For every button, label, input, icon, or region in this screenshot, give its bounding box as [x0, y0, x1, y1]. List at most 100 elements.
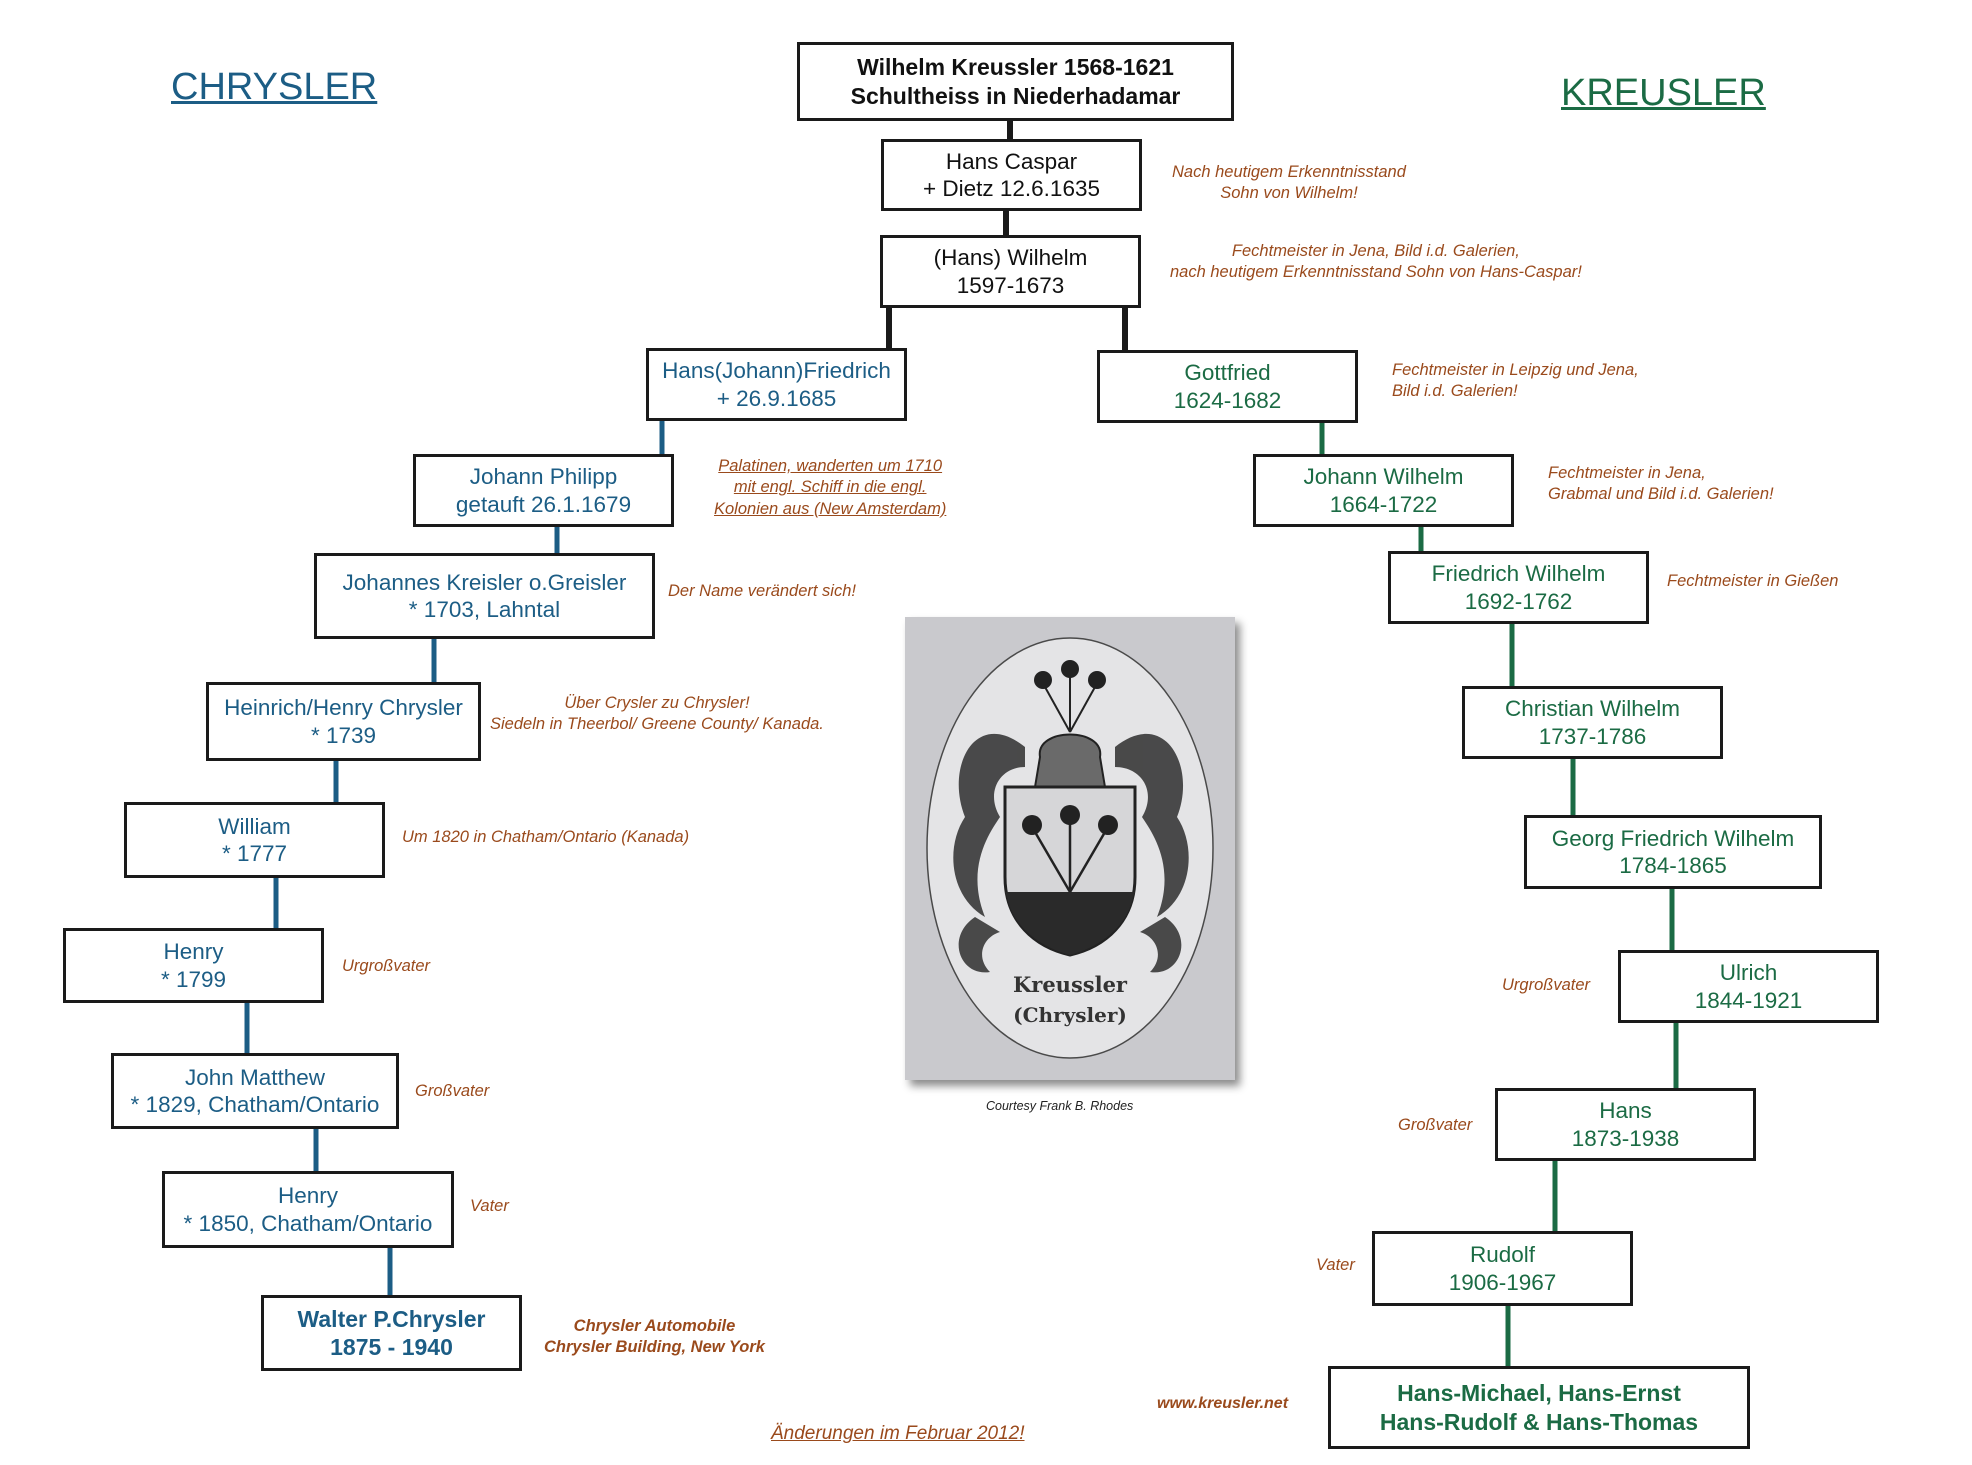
node-dates: 1873-1938 — [1571, 1125, 1680, 1151]
node-name: Henry — [163, 939, 224, 965]
note-heinrich: Über Crysler zu Chrysler! Siedeln in The… — [490, 693, 824, 736]
note-henry-1850: Vater — [470, 1197, 509, 1215]
node-john-matthew: John Matthew * 1829, Chatham/Ontario — [111, 1053, 399, 1129]
node-root: Wilhelm Kreussler 1568-1621 Schultheiss … — [797, 42, 1234, 121]
node-name: Gottfried — [1184, 360, 1271, 386]
node-name-2: Hans-Rudolf & Hans-Thomas — [1379, 1408, 1699, 1435]
note-johannes: Der Name verändert sich! — [668, 582, 856, 600]
node-friedrich-wilhelm: Friedrich Wilhelm 1692-1762 — [1388, 551, 1649, 624]
node-dates: 1784-1865 — [1619, 853, 1727, 878]
node-rudolf: Rudolf 1906-1967 — [1372, 1231, 1633, 1306]
node-name: Hans(Johann)Friedrich — [662, 358, 891, 384]
coat-of-arms-image: Kreussler (Chrysler) — [905, 617, 1235, 1080]
node-dates: 1664-1722 — [1329, 491, 1438, 517]
heading-chrysler: CHRYSLER — [171, 66, 378, 108]
note-gottfried: Fechtmeister in Leipzig und Jena, Bild i… — [1392, 360, 1639, 403]
node-ulrich: Ulrich 1844-1921 — [1618, 950, 1879, 1023]
node-christian-wilhelm: Christian Wilhelm 1737-1786 — [1462, 686, 1723, 759]
node-name: Henry — [277, 1183, 339, 1209]
node-name: Heinrich/Henry Chrysler — [224, 695, 463, 721]
note-walter: Chrysler Automobile Chrysler Building, N… — [544, 1316, 765, 1359]
note-johann-wilhelm: Fechtmeister in Jena, Grabmal und Bild i… — [1548, 463, 1774, 506]
node-hans-caspar-name: Hans Caspar — [945, 148, 1078, 174]
note-line: Chrysler Automobile — [573, 1317, 736, 1335]
node-dates: 1906-1967 — [1448, 1269, 1557, 1295]
node-henry-1799: Henry * 1799 — [63, 928, 324, 1003]
node-dates: 1737-1786 — [1538, 723, 1647, 749]
note-hans-wilhelm: Fechtmeister in Jena, Bild i.d. Galerien… — [1170, 241, 1582, 284]
node-hans-wilhelm: (Hans) Wilhelm 1597-1673 — [880, 235, 1141, 308]
node-johann-philipp: Johann Philipp getauft 26.1.1679 — [413, 454, 674, 527]
note-line: Nach heutigem Erkenntnisstand — [1172, 163, 1406, 181]
node-name: Johannes Kreisler o.Greisler — [342, 569, 627, 595]
node-hans-wilhelm-name: (Hans) Wilhelm — [933, 245, 1088, 271]
node-dates: + 26.9.1685 — [716, 385, 837, 411]
node-dates: * 1777 — [221, 841, 288, 866]
node-dates: * 1739 — [310, 722, 377, 748]
note-line: Chrysler Building, New York — [544, 1338, 765, 1357]
node-dates: 1875 - 1940 — [330, 1334, 453, 1360]
node-dates: getauft 26.1.1679 — [455, 491, 632, 517]
node-dates: * 1799 — [160, 966, 227, 992]
heading-kreusler: KREUSLER — [1561, 72, 1766, 114]
node-johannes-kreisler: Johannes Kreisler o.Greisler * 1703, Lah… — [314, 553, 655, 639]
node-hans-michael-group: Hans-Michael, Hans-Ernst Hans-Rudolf & H… — [1328, 1366, 1750, 1449]
note-rudolf: Vater — [1316, 1256, 1355, 1274]
note-line: Fechtmeister in Jena, Bild i.d. Galerien… — [1231, 242, 1520, 260]
node-henry-1850: Henry * 1850, Chatham/Ontario — [162, 1171, 454, 1248]
node-name: Hans — [1599, 1098, 1652, 1124]
node-name: Georg Friedrich Wilhelm — [1551, 825, 1795, 851]
node-hans-johann-friedrich: Hans(Johann)Friedrich + 26.9.1685 — [646, 348, 907, 421]
crest-label-line1: Kreussler — [1013, 972, 1128, 997]
node-root-name: Wilhelm Kreussler 1568-1621 — [857, 54, 1174, 81]
node-dates: 1692-1762 — [1464, 588, 1573, 614]
node-georg-friedrich-wilhelm: Georg Friedrich Wilhelm 1784-1865 — [1524, 815, 1822, 889]
node-name: Rudolf — [1469, 1242, 1536, 1268]
node-root-title: Schultheiss in Niederhadamar — [850, 82, 1181, 109]
node-hans-wilhelm-dates: 1597-1673 — [956, 272, 1065, 298]
changes-note: Änderungen im Februar 2012! — [771, 1423, 1025, 1444]
node-hans-caspar-dates: + Dietz 12.6.1635 — [922, 176, 1100, 201]
node-name: William — [218, 813, 291, 839]
note-line: Palatinen, wanderten um 1710 — [718, 457, 943, 475]
node-name: Walter P.Chrysler — [297, 1305, 486, 1332]
note-line: Fechtmeister in Leipzig und Jena, — [1392, 361, 1639, 379]
node-hans-caspar: Hans Caspar + Dietz 12.6.1635 — [881, 139, 1142, 211]
note-hans-caspar: Nach heutigem Erkenntnisstand Sohn von W… — [1172, 162, 1406, 205]
node-hans: Hans 1873-1938 — [1495, 1088, 1756, 1161]
node-dates: * 1703, Lahntal — [408, 597, 561, 622]
crest-caption: Courtesy Frank B. Rhodes — [986, 1099, 1134, 1113]
crest-label-line2: (Chrysler) — [1013, 1003, 1127, 1027]
note-john-matthew: Großvater — [415, 1082, 490, 1100]
node-dates: 1844-1921 — [1694, 987, 1803, 1013]
note-line: Über Crysler zu Chrysler! — [564, 694, 750, 712]
node-johann-wilhelm: Johann Wilhelm 1664-1722 — [1253, 454, 1514, 527]
node-dates: 1624-1682 — [1173, 387, 1282, 413]
note-line: Kolonien aus (New Amsterdam) — [714, 499, 947, 518]
note-hans: Großvater — [1398, 1116, 1473, 1134]
note-henry-1799: Urgroßvater — [342, 957, 431, 975]
node-name: Friedrich Wilhelm — [1431, 561, 1606, 587]
note-william: Um 1820 in Chatham/Ontario (Kanada) — [402, 828, 690, 846]
node-gottfried: Gottfried 1624-1682 — [1097, 350, 1358, 423]
website-label: www.kreusler.net — [1157, 1395, 1289, 1412]
node-heinrich-henry-chrysler: Heinrich/Henry Chrysler * 1739 — [206, 682, 481, 761]
note-line: Sohn von Wilhelm! — [1220, 184, 1358, 203]
note-ulrich: Urgroßvater — [1502, 976, 1591, 994]
node-dates: * 1850, Chatham/Ontario — [183, 1210, 433, 1236]
node-dates: * 1829, Chatham/Ontario — [130, 1092, 380, 1117]
note-line: Siedeln in Theerbol/ Greene County/ Kana… — [490, 715, 824, 734]
note-line: Grabmal und Bild i.d. Galerien! — [1548, 485, 1774, 504]
note-line: mit engl. Schiff in die engl. — [733, 478, 927, 497]
note-friedrich-wilhelm: Fechtmeister in Gießen — [1667, 572, 1839, 590]
node-name: Johann Wilhelm — [1303, 464, 1464, 490]
note-line: Bild i.d. Galerien! — [1392, 382, 1518, 401]
node-name: Christian Wilhelm — [1504, 696, 1681, 722]
node-william: William * 1777 — [124, 802, 385, 878]
node-name: Ulrich — [1719, 960, 1778, 986]
note-johann-philipp: Palatinen, wanderten um 1710 mit engl. S… — [714, 456, 946, 520]
node-name: Hans-Michael, Hans-Ernst — [1397, 1380, 1681, 1407]
node-walter-p-chrysler: Walter P.Chrysler 1875 - 1940 — [261, 1295, 522, 1371]
